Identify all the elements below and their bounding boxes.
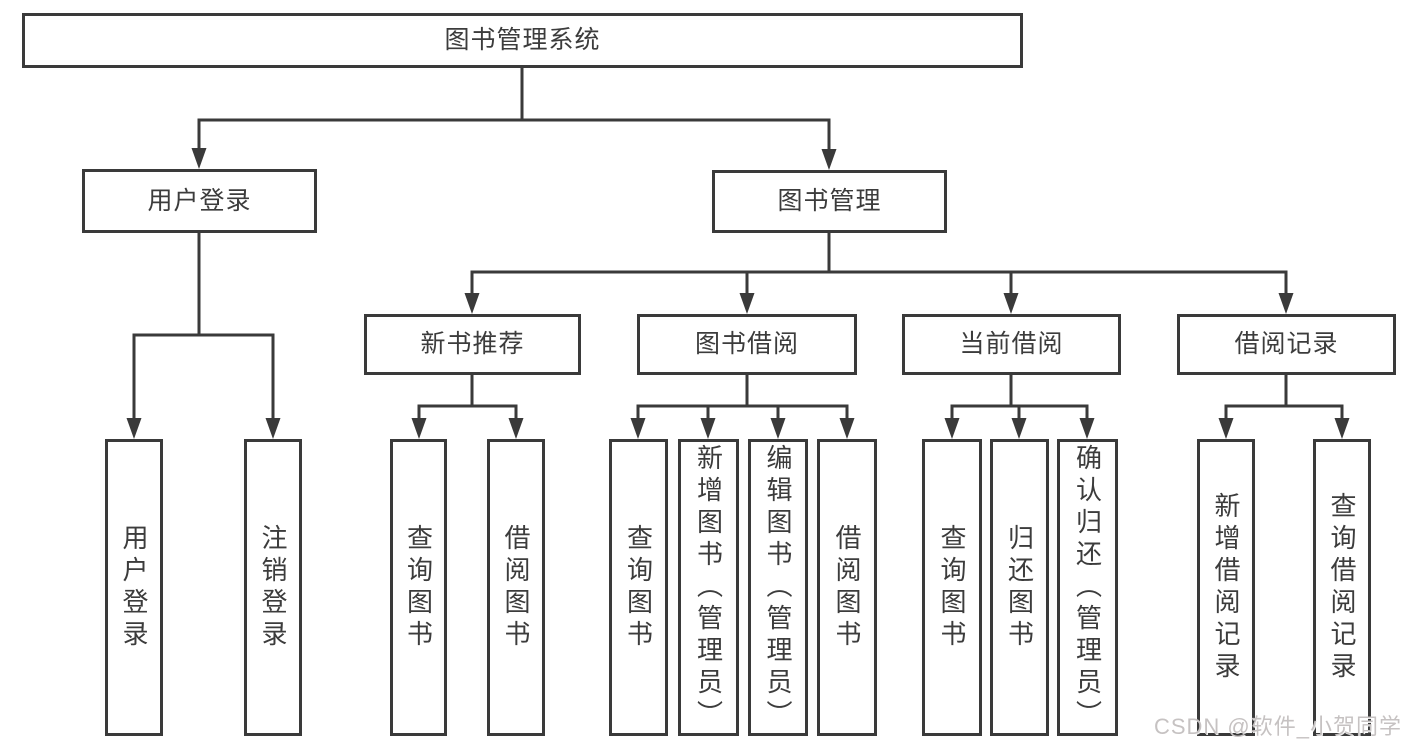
arrowhead-down-icon	[1011, 418, 1027, 439]
connector-3	[417, 375, 518, 408]
node-leaf-user-login: 用户登录	[105, 439, 163, 736]
arrowhead-down-icon	[839, 418, 855, 439]
connector-6	[1224, 375, 1344, 408]
arrowhead-down-icon	[700, 418, 716, 439]
arrowhead-down-icon	[464, 293, 480, 314]
node-label-borrowing-records: 借阅记录	[1234, 330, 1339, 358]
arrowhead-down-icon	[1334, 418, 1350, 439]
arrowhead-down-icon	[739, 293, 755, 314]
node-user-login: 用户登录	[82, 169, 317, 233]
node-label-leaf-confirm-return-admin: 确认归还（管理员）	[1072, 443, 1103, 732]
arrowhead-down-icon	[1079, 418, 1095, 439]
node-borrowing-records: 借阅记录	[1177, 314, 1396, 375]
node-label-new-book-recommendation: 新书推荐	[420, 330, 525, 358]
node-leaf-query-books-a: 查询图书	[390, 439, 447, 736]
node-leaf-query-books-b: 查询图书	[609, 439, 668, 736]
node-root: 图书管理系统	[22, 13, 1023, 68]
node-label-leaf-query-books-b: 查询图书	[623, 523, 654, 652]
connector-2	[470, 233, 1288, 274]
arrowhead-down-icon	[821, 149, 837, 170]
node-leaf-return-books: 归还图书	[990, 439, 1049, 736]
arrowhead-down-icon	[1278, 293, 1294, 314]
node-label-book-management: 图书管理	[777, 187, 882, 215]
arrowhead-down-icon	[1003, 293, 1019, 314]
node-label-leaf-add-books-admin: 新增图书（管理员）	[693, 443, 724, 732]
node-label-leaf-user-login: 用户登录	[119, 523, 149, 652]
arrowhead-down-icon	[508, 418, 524, 439]
node-book-borrowing: 图书借阅	[637, 314, 857, 375]
node-new-book-recommendation: 新书推荐	[364, 314, 581, 375]
node-label-leaf-query-books-c: 查询图书	[937, 523, 967, 652]
arrowhead-down-icon	[411, 418, 427, 439]
connector-4	[636, 375, 849, 408]
node-leaf-confirm-return-admin: 确认归还（管理员）	[1057, 439, 1118, 736]
node-label-leaf-logout: 注销登录	[258, 523, 288, 652]
connector-1	[132, 233, 275, 337]
node-leaf-logout: 注销登录	[244, 439, 302, 736]
arrowhead-down-icon	[770, 418, 786, 439]
node-leaf-add-books-admin: 新增图书（管理员）	[678, 439, 739, 736]
node-label-leaf-add-borrow-record: 新增借阅记录	[1211, 491, 1241, 684]
node-leaf-borrow-books-b: 借阅图书	[817, 439, 877, 736]
node-label-leaf-edit-books-admin: 编辑图书（管理员）	[763, 443, 793, 732]
node-label-book-borrowing: 图书借阅	[694, 330, 799, 358]
node-current-borrowing: 当前借阅	[902, 314, 1121, 375]
node-leaf-borrow-books-a: 借阅图书	[487, 439, 545, 736]
node-label-leaf-query-borrow-record: 查询借阅记录	[1327, 491, 1357, 684]
watermark: CSDN @软件_小贺同学	[1153, 714, 1402, 739]
node-label-leaf-query-books-a: 查询图书	[403, 523, 434, 652]
node-label-current-borrowing: 当前借阅	[959, 330, 1064, 358]
node-leaf-query-books-c: 查询图书	[922, 439, 982, 736]
arrowhead-down-icon	[630, 418, 646, 439]
node-leaf-edit-books-admin: 编辑图书（管理员）	[748, 439, 808, 736]
connector-5	[950, 375, 1089, 408]
node-label-root: 图书管理系统	[444, 26, 601, 54]
node-label-leaf-return-books: 归还图书	[1004, 523, 1035, 652]
node-leaf-query-borrow-record: 查询借阅记录	[1313, 439, 1371, 736]
node-label-user-login: 用户登录	[147, 186, 252, 215]
connector-0	[197, 68, 831, 122]
node-leaf-add-borrow-record: 新增借阅记录	[1197, 439, 1255, 736]
arrowhead-down-icon	[265, 418, 281, 439]
node-label-leaf-borrow-books-b: 借阅图书	[832, 523, 862, 652]
arrowhead-down-icon	[1218, 418, 1234, 439]
node-label-leaf-borrow-books-a: 借阅图书	[501, 523, 531, 652]
arrowhead-down-icon	[191, 148, 207, 169]
arrowhead-down-icon	[944, 418, 960, 439]
node-book-management: 图书管理	[712, 170, 947, 233]
arrowhead-down-icon	[126, 418, 142, 439]
